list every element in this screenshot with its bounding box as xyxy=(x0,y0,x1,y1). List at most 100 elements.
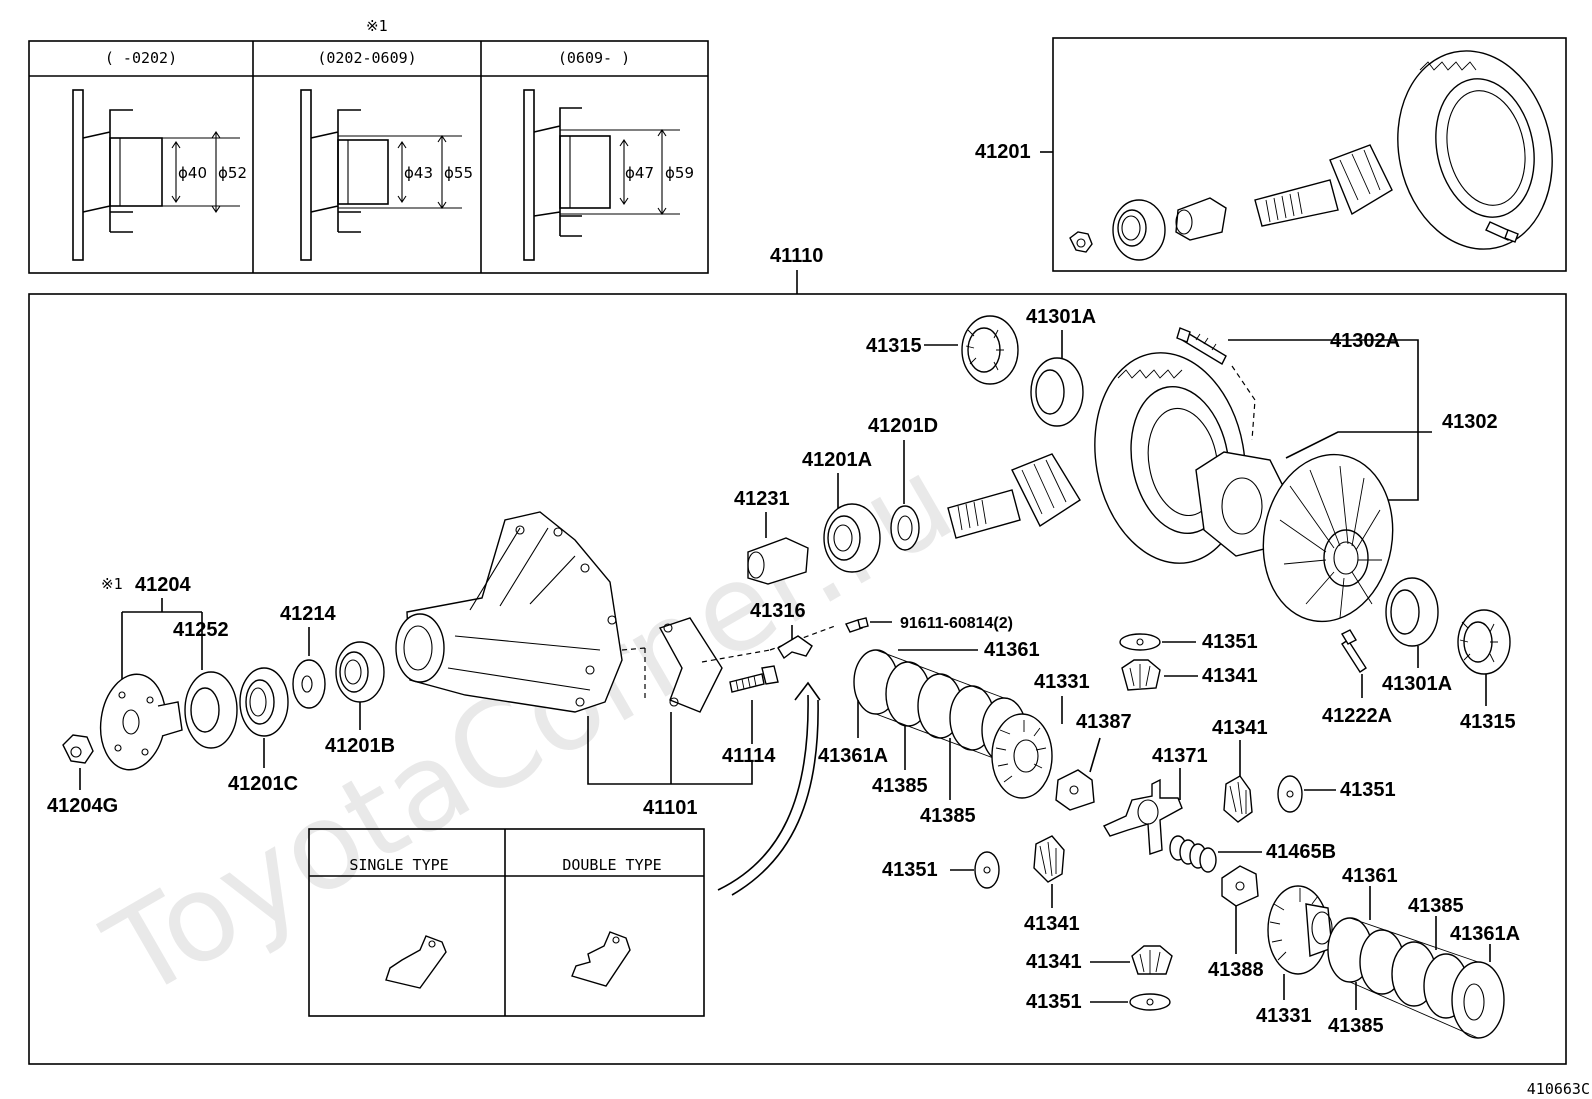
table-header-3: (0609- ) xyxy=(558,49,630,67)
part-label-41351-a: 41351 xyxy=(1202,631,1258,653)
rear-bearing-icon xyxy=(823,503,881,573)
part-label-41201D: 41201D xyxy=(868,415,938,437)
pinion-washer-icon xyxy=(890,505,920,551)
ring-gear-bolt-main-icon xyxy=(1176,327,1227,365)
part-label-41301A-lower: 41301A xyxy=(1382,673,1452,695)
drive-pinion-gear-icon xyxy=(947,453,1081,539)
part-label-41331-upper: 41331 xyxy=(1034,671,1090,693)
reference-code: 410663C xyxy=(1527,1080,1590,1098)
spacer-icon xyxy=(1175,197,1227,241)
oil-seal-icon xyxy=(239,667,289,737)
part-label-41114: 41114 xyxy=(722,745,776,767)
flange-nut-icon xyxy=(62,734,94,764)
section-drawing-3: ϕ47 ϕ59 xyxy=(523,89,694,261)
side-gear-upper-icon xyxy=(991,713,1053,799)
side-bearing-cage-lower-icon xyxy=(1457,609,1511,675)
double-type-header: DOUBLE TYPE xyxy=(562,856,661,874)
part-label-41331-lower: 41331 xyxy=(1256,1005,1312,1027)
section-drawing-2: ϕ43 ϕ55 xyxy=(300,89,473,261)
note-mark: ※1 xyxy=(366,17,388,35)
part-label-41385-upper-2: 41385 xyxy=(920,805,976,827)
part-label-41315-lower: 41315 xyxy=(1460,711,1516,733)
pinion-gear-4-icon xyxy=(1131,945,1173,975)
pinion-gear-3-icon xyxy=(1033,835,1065,883)
collapsible-spacer-icon xyxy=(747,537,809,585)
part-label-41252: 41252 xyxy=(173,619,229,641)
pinion-shaft-spider-icon xyxy=(1102,778,1183,855)
pinion-gear-1-icon xyxy=(1121,659,1161,691)
part-label-41231: 41231 xyxy=(734,488,790,510)
part-label-41214: 41214 xyxy=(280,603,336,625)
part-label-91611-60814: 91611-60814(2) xyxy=(900,615,1013,632)
clutch-plates-lower-icon xyxy=(1327,917,1505,1039)
part-label-41301A-upper: 41301A xyxy=(1026,306,1096,328)
pinion-thrust-washer-3-icon xyxy=(974,851,1000,889)
pinion-thrust-washer-2-icon xyxy=(1277,775,1303,813)
part-label-41222A: 41222A xyxy=(1322,705,1392,727)
part-label-41387: 41387 xyxy=(1076,711,1132,733)
main-frame xyxy=(28,293,1567,1065)
note-mark-41204: ※1 xyxy=(101,575,123,593)
gear-set-box: 41201 xyxy=(975,37,1567,272)
pinion-thrust-washer-4-icon xyxy=(1129,993,1171,1011)
single-type-bracket-icon xyxy=(385,935,447,989)
ring-gear-icon xyxy=(1397,50,1553,250)
part-label-41351-c: 41351 xyxy=(882,859,938,881)
section-drawing-1: ϕ40 ϕ52 xyxy=(72,89,247,261)
gear-set-frame xyxy=(1052,37,1567,272)
part-label-41465B: 41465B xyxy=(1266,841,1336,863)
pinion-bearing-icon xyxy=(1112,199,1166,261)
dimension-outer-2: ϕ55 xyxy=(444,164,473,182)
part-label-41371: 41371 xyxy=(1152,745,1208,767)
part-label-41316: 41316 xyxy=(750,600,806,622)
curve-arrow xyxy=(717,694,809,891)
dimension-outer-1: ϕ52 xyxy=(218,164,247,182)
part-label-41351-d: 41351 xyxy=(1026,991,1082,1013)
part-label-41351-b: 41351 xyxy=(1340,779,1396,801)
part-label-41302A: 41302A xyxy=(1330,330,1400,352)
part-label-41204G: 41204G xyxy=(47,795,118,817)
part-label-41361-upper: 41361 xyxy=(984,639,1040,661)
part-label-41201C: 41201C xyxy=(228,773,298,795)
cap-bolt-icon xyxy=(729,665,779,693)
dimension-inner-3: ϕ47 xyxy=(625,164,654,182)
part-label-41315-upper: 41315 xyxy=(866,335,922,357)
single-type-header: SINGLE TYPE xyxy=(349,856,448,874)
dimension-table: ※1 ( -0202) (0202-0609) (0609- ) ϕ40 ϕ52 xyxy=(28,17,709,274)
dimension-inner-2: ϕ43 xyxy=(404,164,433,182)
adjusting-nut-lock-icon xyxy=(777,635,813,660)
part-label-41361A-lower: 41361A xyxy=(1450,923,1520,945)
pinion-thrust-washer-1-icon xyxy=(1119,633,1161,651)
ring-gear-bolt-icon xyxy=(1485,221,1519,243)
pinion-nut xyxy=(1069,231,1093,253)
table-header-1: ( -0202) xyxy=(105,49,177,67)
companion-flange-group: ※1 41204 41252 41214 41204G xyxy=(47,574,395,817)
part-label-41101: 41101 xyxy=(643,797,698,819)
bearing-cap-icon xyxy=(658,617,723,713)
part-label-41385-lower-1: 41385 xyxy=(1408,895,1464,917)
double-type-bracket-icon xyxy=(571,931,631,987)
spring-icon xyxy=(1169,835,1217,873)
companion-flange-icon xyxy=(99,673,183,771)
dust-deflector-icon xyxy=(184,671,238,749)
part-label-41361-lower: 41361 xyxy=(1342,865,1398,887)
side-bearing-race-upper-icon xyxy=(1030,357,1084,427)
bracket-type-inset: SINGLE TYPE DOUBLE TYPE xyxy=(308,828,705,1017)
part-label-41361A-upper: 41361A xyxy=(818,745,888,767)
part-label-41341-d: 41341 xyxy=(1026,951,1082,973)
part-label-41201: 41201 xyxy=(975,141,1031,163)
differential-case-half-icon xyxy=(1262,453,1394,623)
differential-carrier-icon xyxy=(395,511,623,713)
dimension-inner-1: ϕ40 xyxy=(178,164,207,182)
table-header-2: (0202-0609) xyxy=(317,49,416,67)
drive-pinion-icon xyxy=(1254,144,1393,227)
part-label-41385-upper-1: 41385 xyxy=(872,775,928,797)
side-bearing-race-lower-icon xyxy=(1385,577,1439,647)
washer-icon xyxy=(292,659,326,709)
thrust-block-icon xyxy=(1055,769,1095,811)
part-label-41385-lower-2: 41385 xyxy=(1328,1015,1384,1037)
lock-bolt-icon xyxy=(845,617,869,633)
part-label-41388: 41388 xyxy=(1208,959,1264,981)
